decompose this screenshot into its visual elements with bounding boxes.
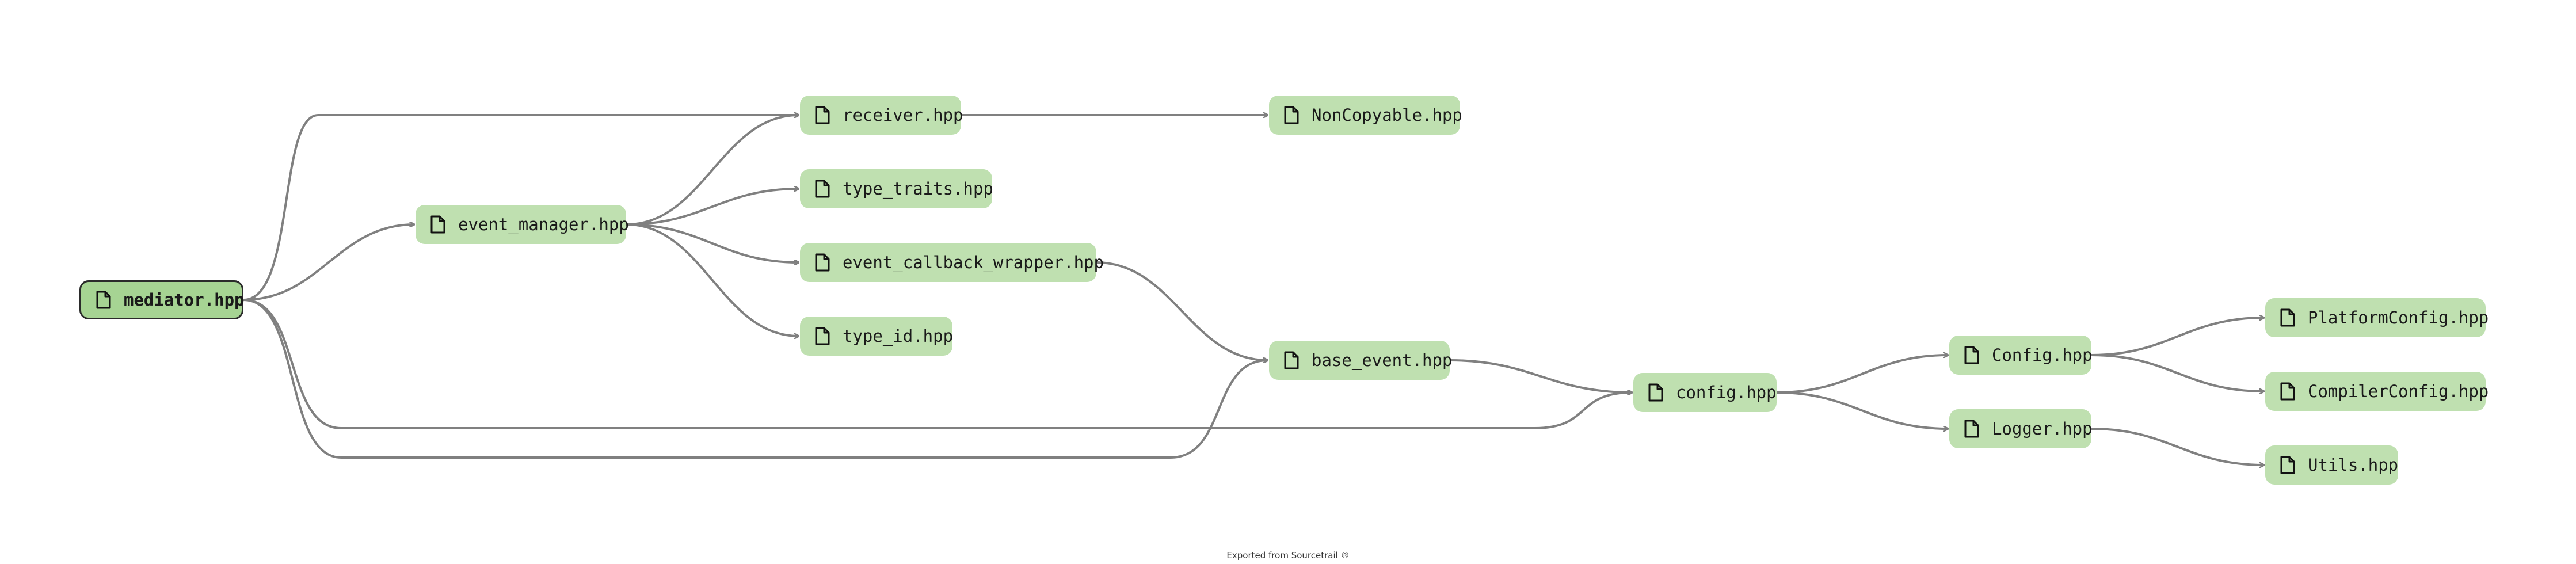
edge-event_callback_wrapper-to-base_event [1096, 261, 1268, 360]
node-type-traits-hpp[interactable]: type_traits.hpp [800, 169, 993, 208]
file-icon [815, 106, 830, 124]
edge-config-to-logger [1776, 391, 1948, 429]
file-icon [815, 180, 830, 198]
node-noncopyable-hpp[interactable]: NonCopyable.hpp [1269, 96, 1462, 135]
node-label: event_callback_wrapper.hpp [843, 253, 1104, 272]
node-type-id-hpp[interactable]: type_id.hpp [800, 317, 954, 356]
file-icon [1284, 106, 1299, 124]
edge-mediator-to-config [243, 299, 1632, 429]
file-icon [1964, 420, 1979, 438]
node-base-event-hpp[interactable]: base_event.hpp [1269, 341, 1453, 380]
edge-mediator-to-event_manager [243, 224, 414, 301]
edge-mediator-to-base_event [243, 299, 1268, 459]
file-icon [2280, 456, 2295, 474]
file-icon [2280, 382, 2295, 401]
node-label: mediator.hpp [124, 290, 245, 310]
export-footer: Exported from Sourcetrail ® [1226, 550, 1350, 561]
node-label: PlatformConfig.hpp [2308, 308, 2489, 327]
node-label: CompilerConfig.hpp [2308, 382, 2489, 401]
node-event-callback-wrapper-hpp[interactable]: event_callback_wrapper.hpp [800, 243, 1104, 282]
node-utils-hpp[interactable]: Utils.hpp [2265, 445, 2398, 485]
edge-mediator-to-receiver [243, 115, 799, 301]
node-label: type_id.hpp [843, 326, 954, 346]
edge-event_manager-to-receiver [626, 115, 799, 226]
edge-event_manager-to-event_callback_wrapper [626, 223, 799, 262]
node-mediator-hpp[interactable]: mediator.hpp [79, 280, 245, 319]
node-platform-config-hpp[interactable]: PlatformConfig.hpp [2265, 298, 2489, 337]
file-icon [1284, 351, 1299, 369]
node-event-manager-hpp[interactable]: event_manager.hpp [416, 205, 629, 244]
node-config-cap-hpp[interactable]: Config.hpp [1949, 336, 2093, 375]
node-label: base_event.hpp [1312, 350, 1453, 370]
node-config-hpp[interactable]: config.hpp [1633, 373, 1777, 412]
node-label: Config.hpp [1992, 345, 2093, 365]
file-icon [1964, 346, 1979, 364]
node-label: NonCopyable.hpp [1312, 105, 1462, 125]
node-label: Utils.hpp [2308, 455, 2399, 475]
file-icon [815, 253, 830, 272]
node-receiver-hpp[interactable]: receiver.hpp [800, 96, 963, 135]
edge-config_cap-to-compiler_config [2091, 354, 2264, 391]
file-icon [815, 327, 830, 345]
edge-event_manager-to-type_id [626, 223, 799, 336]
node-compiler-config-hpp[interactable]: CompilerConfig.hpp [2265, 372, 2489, 411]
node-label: Logger.hpp [1992, 419, 2093, 439]
node-logger-hpp[interactable]: Logger.hpp [1949, 409, 2093, 448]
edge-event_manager-to-type_traits [626, 189, 799, 226]
node-label: type_traits.hpp [843, 179, 993, 199]
node-label: receiver.hpp [843, 105, 963, 125]
node-label: config.hpp [1676, 383, 1777, 402]
file-icon [430, 215, 445, 234]
file-icon [96, 291, 111, 309]
edge-config-to-config_cap [1776, 355, 1948, 394]
file-icon [2280, 308, 2295, 327]
edge-base_event-to-config [1449, 359, 1632, 392]
edge-config_cap-to-platform_config [2091, 318, 2264, 356]
edge-logger-to-utils [2091, 428, 2264, 465]
node-label: event_manager.hpp [458, 215, 629, 234]
file-icon [1648, 383, 1663, 402]
